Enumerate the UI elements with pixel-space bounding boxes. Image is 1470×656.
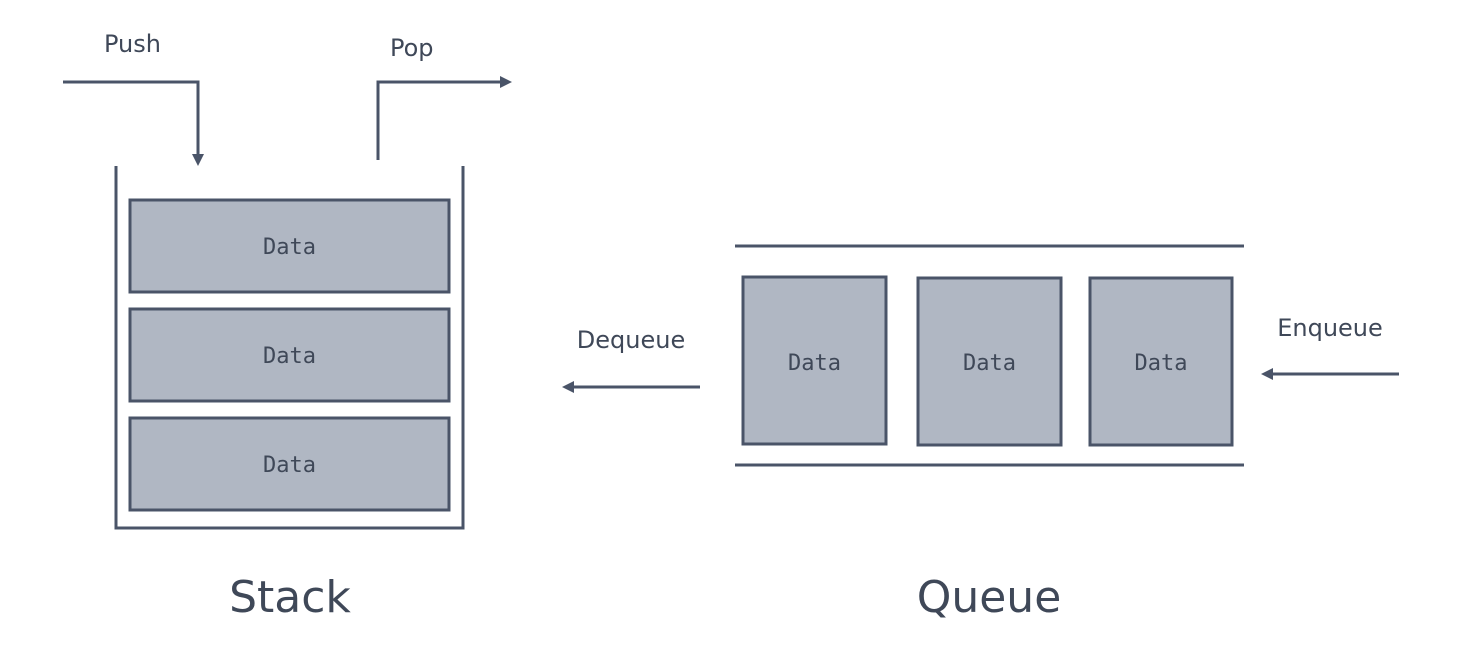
pop-arrow <box>376 76 512 160</box>
push-label: Push <box>104 30 161 58</box>
enqueue-label: Enqueue <box>1277 314 1383 342</box>
dequeue-arrow <box>562 381 700 393</box>
push-arrow <box>63 80 204 166</box>
stack-diagram: Push Pop Data Data Data Stack <box>63 30 512 623</box>
queue-title: Queue <box>917 572 1062 623</box>
queue-item: Data <box>741 275 888 446</box>
queue-item-label: Data <box>1135 351 1188 376</box>
stack-title: Stack <box>229 572 351 623</box>
queue-item: Data <box>1088 276 1234 447</box>
stack-item: Data <box>128 307 451 403</box>
stack-item-label: Data <box>263 344 316 369</box>
stack-item: Data <box>128 198 451 294</box>
pop-label: Pop <box>390 34 434 62</box>
queue-item-label: Data <box>788 351 841 376</box>
dequeue-label: Dequeue <box>577 326 685 354</box>
queue-item-label: Data <box>963 351 1016 376</box>
enqueue-arrow <box>1261 368 1399 380</box>
queue-diagram: Data Data Data Dequeue Enqueue Queue <box>562 244 1399 623</box>
stack-item-label: Data <box>263 453 316 478</box>
queue-item: Data <box>916 276 1063 447</box>
stack-item: Data <box>128 416 451 512</box>
stack-item-label: Data <box>263 235 316 260</box>
stack-container <box>114 166 465 530</box>
